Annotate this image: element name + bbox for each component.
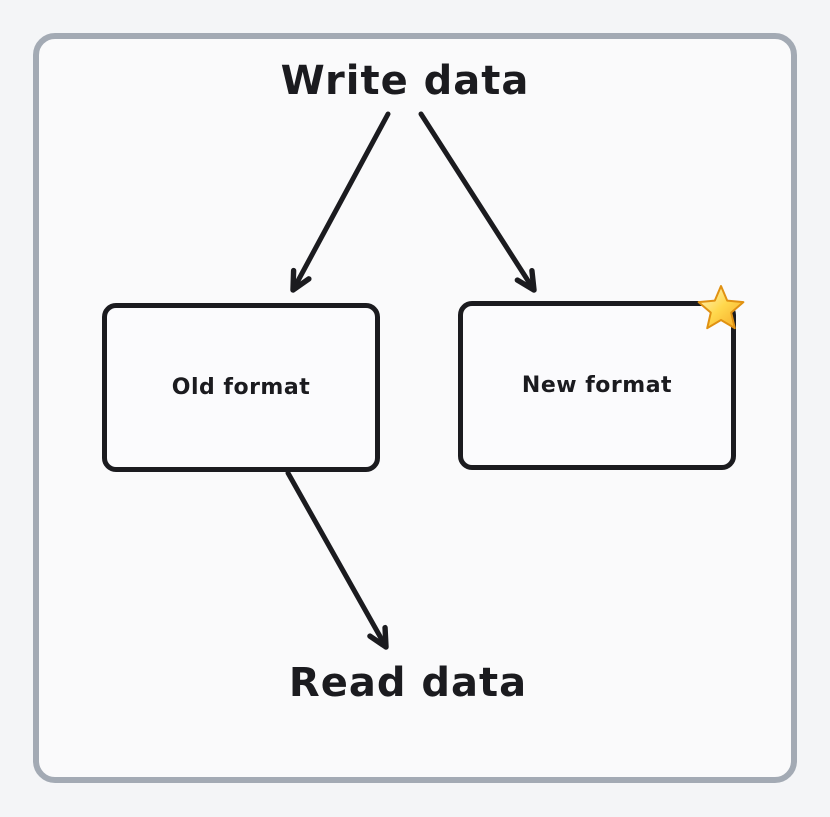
- read-data-label: Read data: [288, 660, 528, 706]
- old-format-node: Old format: [102, 303, 380, 472]
- write-data-label: Write data: [280, 58, 530, 104]
- star-icon: [697, 285, 745, 330]
- new-format-node: New format: [458, 285, 745, 470]
- new-format-label: New format: [521, 373, 673, 398]
- old-format-label: Old format: [171, 375, 311, 400]
